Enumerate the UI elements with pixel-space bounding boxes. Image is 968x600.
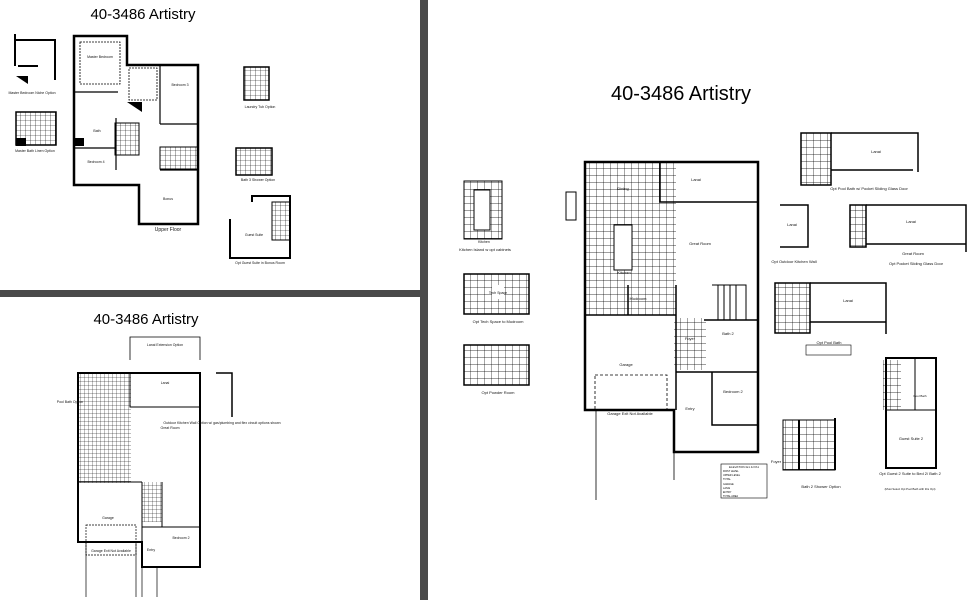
main-plan-walls [565, 160, 760, 500]
option-tech-space-room: Tech Space [489, 291, 507, 295]
area-row: UPPER LEVEL [723, 474, 741, 477]
outdoor-kitchen-note: Outdoor Kitchen Wall Option w/ gas/plumb… [163, 421, 280, 425]
option-pool-bath [774, 282, 887, 356]
option-pool-bath-pocket [800, 132, 919, 186]
small-plan-walls [77, 336, 233, 597]
option-master-bath-linen [15, 111, 57, 146]
pool-bath-option-note: Pool Bath Option [57, 400, 84, 404]
room-garage: Garage [102, 516, 114, 520]
horizontal-divider [0, 290, 420, 297]
area-row: LANAI [723, 487, 731, 490]
room-lanai-extension: Lanai Extension Option [147, 343, 183, 347]
upper-floor-panel: 40-3486 Artistry Master Bedroom Bedroom … [0, 0, 420, 290]
room-bath: Bath [93, 129, 100, 133]
option-master-niche [14, 34, 56, 84]
option-pocket-slider-label: Opt Pocket Sliding Glass Door [889, 261, 944, 266]
option-master-bath-label: Master Bath Linen Option [15, 149, 55, 153]
option-laundry-tub [243, 66, 270, 101]
option-kitchen-island-label: Kitchen Island w opt cabinets [459, 247, 511, 252]
area-row: ENTRY [723, 491, 732, 494]
area-table: ELEVATION E1 & PA1 FIRST LEVEL UPPER LEV… [720, 463, 768, 499]
upper-floor-plan: 40-3486 Artistry Master Bedroom Bedroom … [8, 6, 291, 265]
option-bath3-shower [235, 147, 273, 176]
room-bedroom-2: Bedroom 2 [723, 389, 743, 394]
first-floor-main-plan: 40-3486 Artistry Dining Lanai Great Room… [459, 83, 967, 500]
option-guest-suite-room: Guest Suite [245, 233, 263, 237]
option-pocket-slider-great-room: Great Room [902, 251, 924, 256]
room-dining: Dining [617, 186, 628, 191]
room-master-bedroom: Master Bedroom [87, 55, 113, 59]
garage-exit-note: Garage Exit Not Available [607, 411, 653, 416]
option-pocket-slider-lanai: Lanai [906, 219, 916, 224]
option-guest-suite-label: Opt Guest Suite in Bonus Room [235, 261, 285, 265]
option-laundry-label: Laundry Tub Option [245, 105, 276, 109]
option-master-niche-label: Master Bedroom Niche Option [8, 91, 55, 95]
area-row: GARAGE [723, 483, 734, 486]
room-bedroom-3: Bedroom 3 [171, 83, 188, 87]
room-lanai: Lanai [161, 381, 170, 385]
area-row: FIRST LEVEL [723, 470, 739, 473]
garage-exit-note: Garage Exit Not Available [91, 549, 131, 553]
option-outdoor-kitchen-lanai: Lanai [787, 222, 797, 227]
room-great-room: Great Room [689, 241, 711, 246]
room-kitchen: Kitchen [617, 270, 630, 275]
room-entry: Entry [147, 548, 155, 552]
option-tech-space [463, 273, 530, 315]
upper-title: 40-3486 Artistry [90, 6, 196, 23]
option-bath3-label: Bath 3 Shower Option [241, 178, 275, 182]
room-great-room: Great Room [160, 426, 179, 430]
option-guest-suite-2-note: (Must Select Opt Pool Bath with this Opt… [885, 487, 936, 491]
room-entry: Entry [685, 406, 694, 411]
option-outdoor-kitchen-label: Opt Outdoor Kitchen Wall [771, 259, 816, 264]
room-lanai: Lanai [691, 177, 701, 182]
room-foyer: Foyer [685, 336, 696, 341]
option-guest-suite [229, 195, 291, 259]
first-floor-main-panel: 40-3486 Artistry Dining Lanai Great Room… [428, 0, 968, 600]
area-table-title: ELEVATION E1 & PA1 [729, 465, 759, 469]
option-outdoor-kitchen [780, 204, 809, 248]
option-tech-space-label: Opt Tech Space to Mudroom [473, 319, 525, 324]
option-pool-bath-pocket-lanai: Lanai [871, 149, 881, 154]
room-bonus: Bonus [163, 197, 173, 201]
area-row: TOTAL AREA [723, 495, 738, 498]
option-pool-bath-pocket-label: Opt Pool Bath w/ Pocket Sliding Glass Do… [830, 186, 908, 191]
first-floor-small-plan: 40-3486 Artistry Lanai Extension Option … [57, 311, 281, 597]
option-bath2-shower-label: Bath 2 Shower Option [801, 484, 840, 489]
option-guest-suite-2-label: Opt Guest 2 Suite to Bed 2/ Bath 2 [879, 471, 941, 476]
option-guest-suite-2-room: Guest Suite 2 [899, 436, 924, 441]
small-title: 40-3486 Artistry [93, 311, 199, 328]
option-kitchen-room: Kitchen [478, 240, 490, 244]
main-title: 40-3486 Artistry [611, 83, 751, 105]
option-pocket-slider [849, 204, 967, 252]
option-bath2-foyer: Foyer [771, 459, 782, 464]
area-row: TOTAL [723, 478, 731, 481]
vertical-divider [420, 0, 428, 600]
room-bedroom-2: Bedroom 2 [172, 536, 189, 540]
first-floor-small-panel: 40-3486 Artistry Lanai Extension Option … [0, 297, 420, 600]
option-guest-suite-2 [883, 357, 937, 469]
option-bath2-shower [782, 418, 836, 471]
option-pool-bath-lanai: Lanai [843, 298, 853, 303]
option-kitchen-island [463, 180, 503, 240]
option-pool-bath-label: Opt Pool Bath [817, 340, 842, 345]
room-bath-2: Bath 2 [722, 331, 734, 336]
upper-floor-walls [72, 34, 200, 226]
upper-floor-label: Upper Floor [155, 227, 182, 233]
room-garage: Garage [619, 362, 633, 367]
room-mudroom: Mudroom [630, 296, 648, 301]
option-powder-room-label: Opt Powder Room [482, 390, 516, 395]
option-guest-suite-2-bath: Pool Bath [913, 394, 926, 398]
option-powder-room [463, 344, 530, 386]
room-bedroom-4: Bedroom 4 [87, 160, 104, 164]
